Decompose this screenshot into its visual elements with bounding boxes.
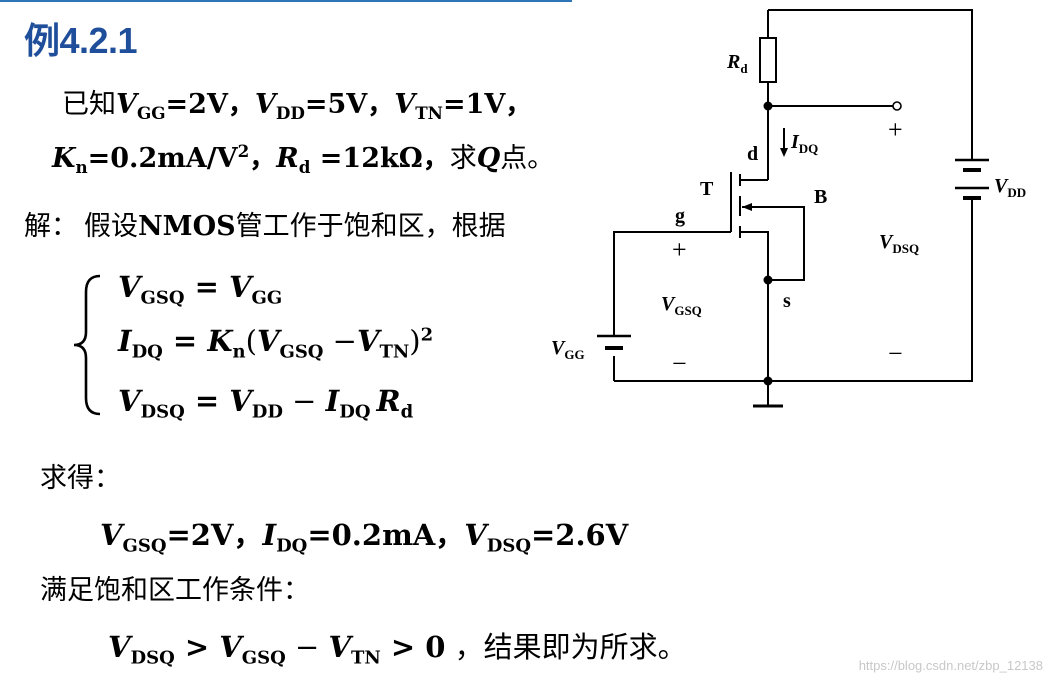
condition-inequality: VDSQ > VGSQ − VTN > 0 ，结果即为所求。 <box>108 630 687 669</box>
watermark: https://blog.csdn.net/zbp_12138 <box>858 658 1043 673</box>
vdd-label: VDD <box>994 175 1026 200</box>
body-label: B <box>814 186 827 208</box>
source-label: s <box>783 290 791 312</box>
rd-label: Rd <box>726 51 748 76</box>
drain-label: d <box>747 143 758 165</box>
solution-intro: 解：假设NMOS管工作于饱和区，根据 <box>24 211 506 242</box>
given-line-1: 已知VGG=2V，VDD=5V，VTN=1V， <box>62 89 533 123</box>
idq-label: IDQ <box>790 131 818 156</box>
transistor-label: T <box>700 178 714 200</box>
vgsq-label: VGSQ <box>661 293 702 318</box>
header-rule <box>0 0 572 2</box>
condition-label: 满足饱和区工作条件： <box>40 575 310 606</box>
equation-brace <box>73 274 101 416</box>
vgg-label: VGG <box>551 337 585 362</box>
equation-1: VGSQ = VGG <box>118 270 283 309</box>
vgsq-minus-sign: − <box>672 349 687 378</box>
page-title: 例4.2.1 <box>24 20 138 61</box>
vgsq-plus-sign: + <box>672 235 687 264</box>
vdsq-label: VDSQ <box>879 231 919 256</box>
gate-label: g <box>675 205 685 227</box>
output-plus-sign: + <box>888 115 903 144</box>
given-line-2: Kn=0.2mA/V2，Rd =12kΩ，求Q点。 <box>52 141 555 177</box>
vdsq-minus-sign: − <box>888 339 903 368</box>
result-label: 求得： <box>40 463 121 494</box>
circuit-diagram: Rd IDQ d T B g s VDD VGG VGSQ VDSQ + + −… <box>551 9 1026 408</box>
result-values: VGSQ=2V，IDQ=0.2mA，VDSQ=2.6V <box>100 518 629 557</box>
equation-2: IDQ = Kn(VGSQ −VTN)2 <box>118 324 434 363</box>
